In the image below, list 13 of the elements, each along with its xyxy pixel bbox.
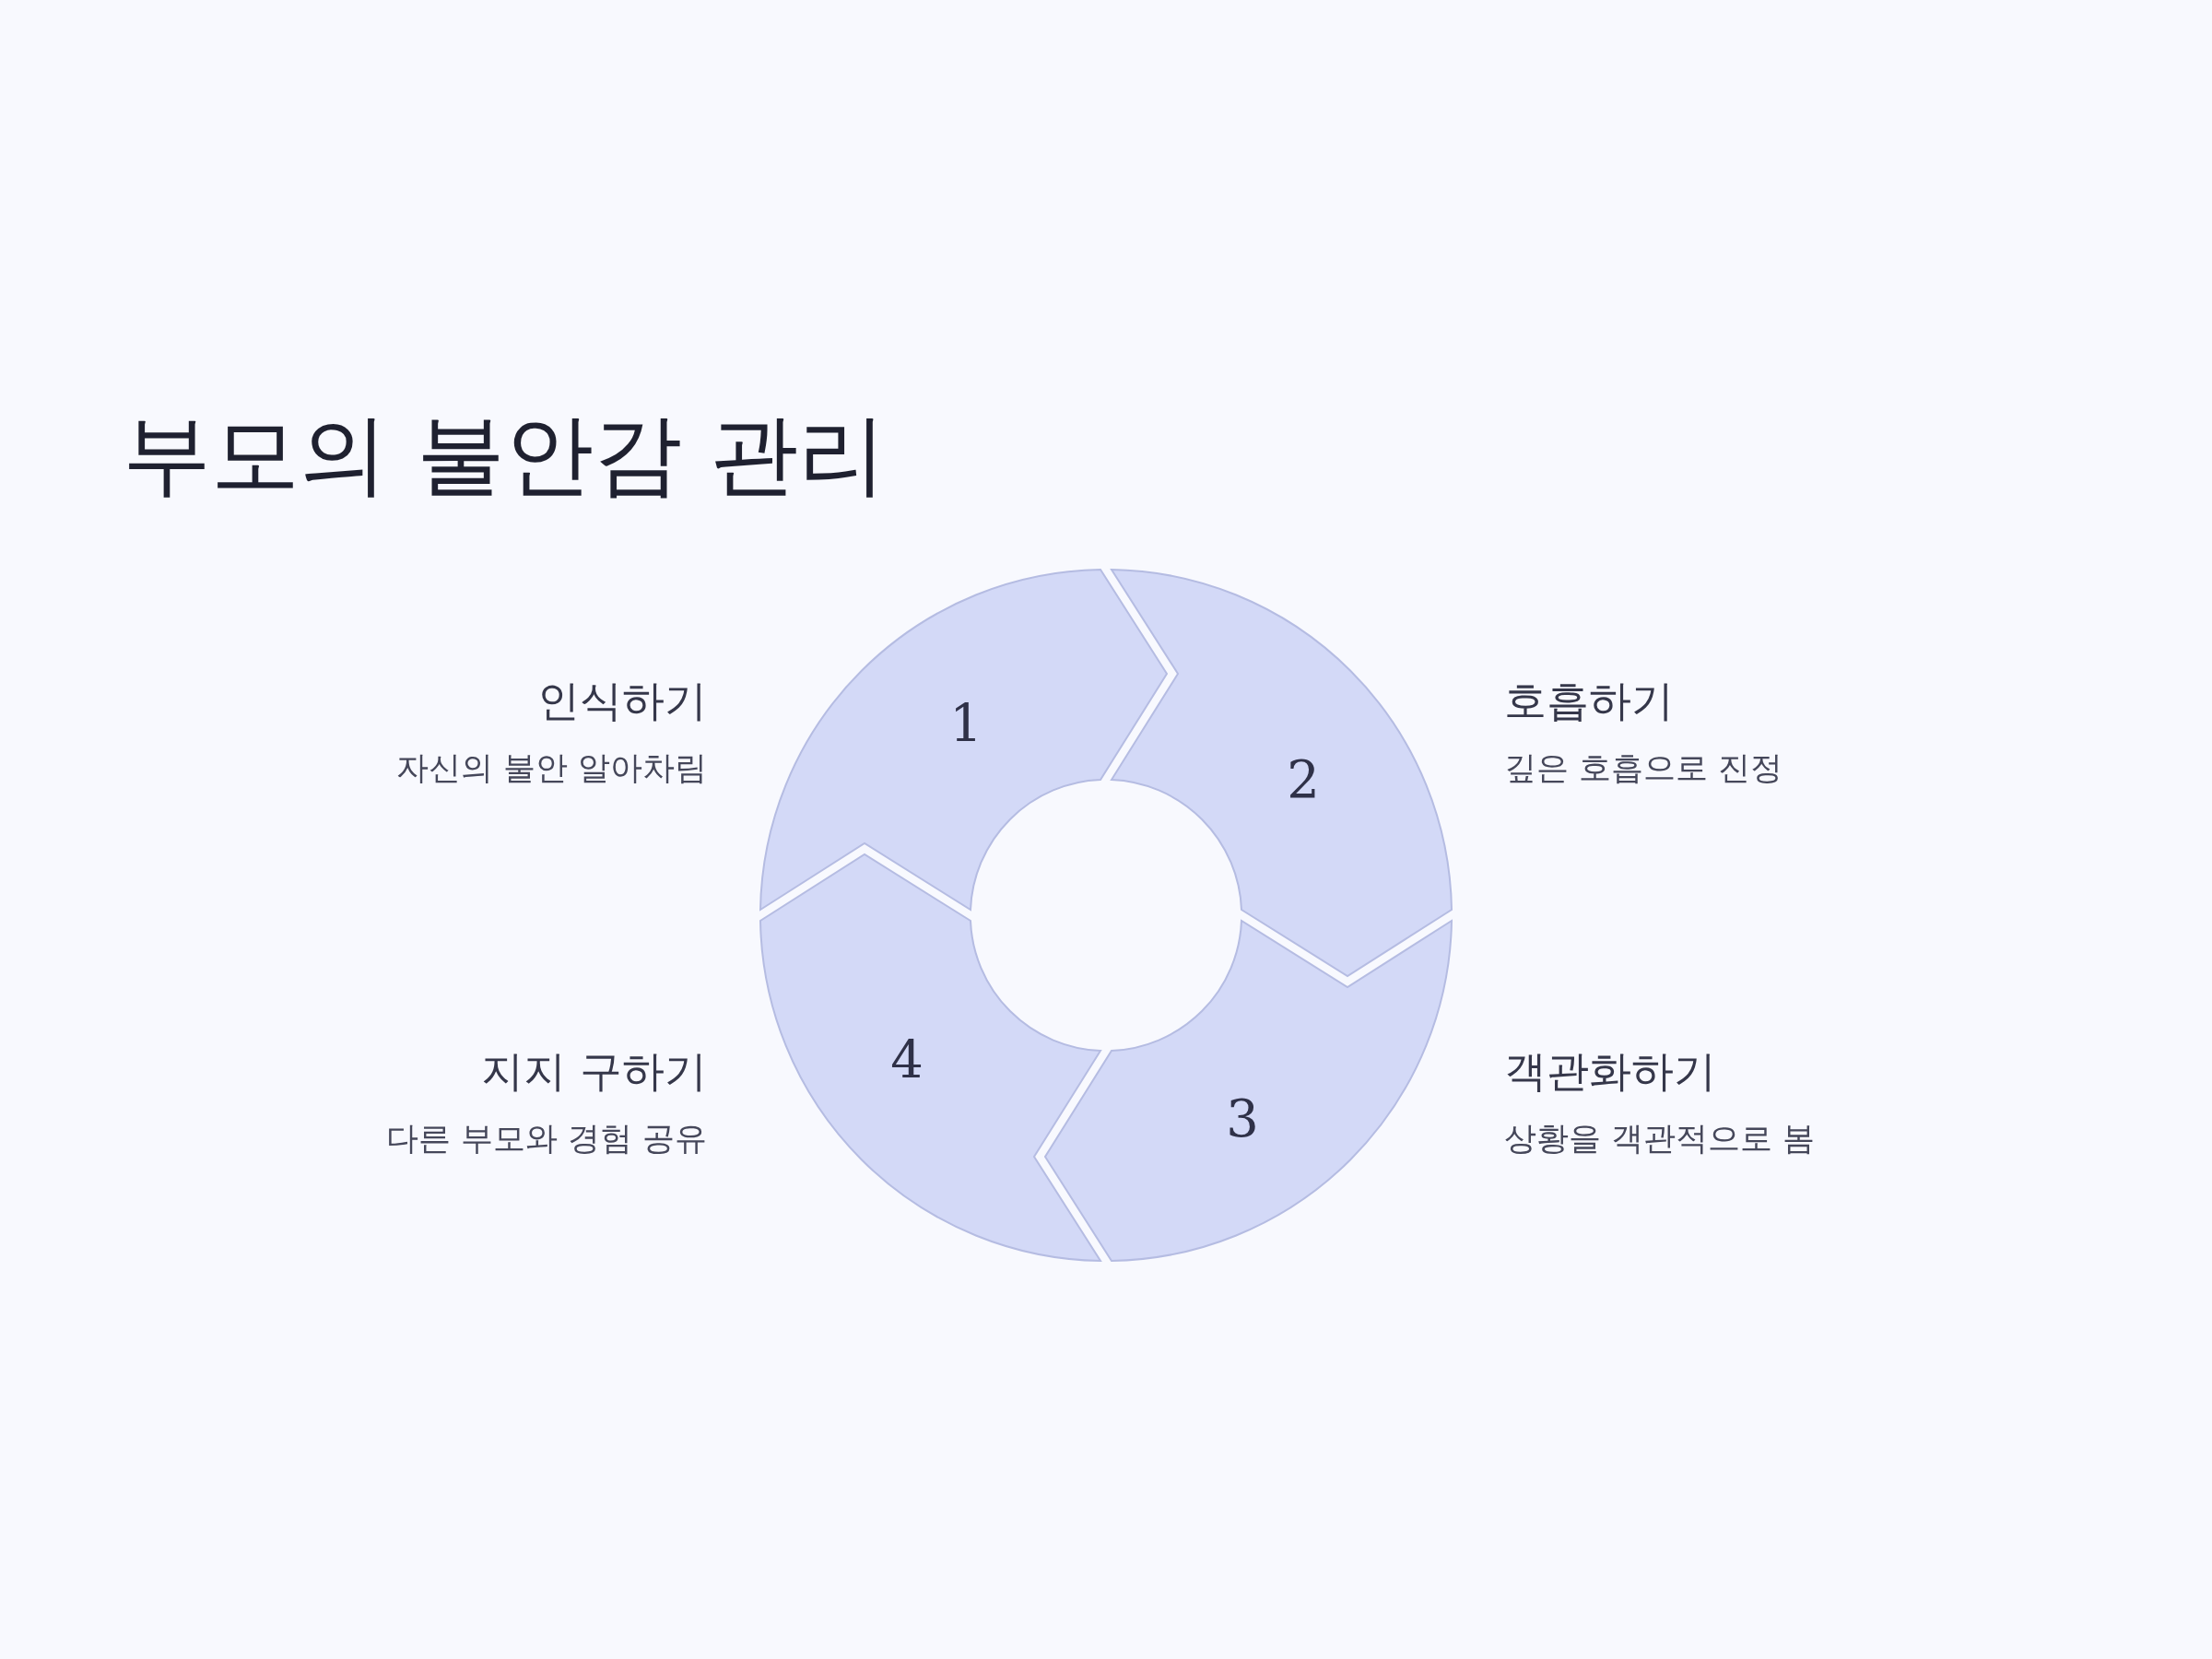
step-number: 2 <box>1287 754 1320 806</box>
step-heading: 지지 구하기 <box>481 1045 707 1098</box>
step-heading: 호흡하기 <box>1504 675 1674 727</box>
step-description: 깊은 호흡으로 진정 <box>1504 748 1783 788</box>
step-description: 다른 부모와 경험 공유 <box>385 1119 707 1159</box>
step-number: 4 <box>890 1034 924 1086</box>
step-number: 1 <box>949 698 982 749</box>
step-description: 자신의 불안 알아차림 <box>395 748 707 788</box>
step-description: 상황을 객관적으로 봄 <box>1504 1119 1816 1159</box>
step-heading: 인식하기 <box>537 675 707 727</box>
title: 부모의 불안감 관리 <box>123 402 888 508</box>
step-heading: 객관화하기 <box>1504 1045 1716 1098</box>
step-number: 3 <box>1226 1093 1259 1145</box>
